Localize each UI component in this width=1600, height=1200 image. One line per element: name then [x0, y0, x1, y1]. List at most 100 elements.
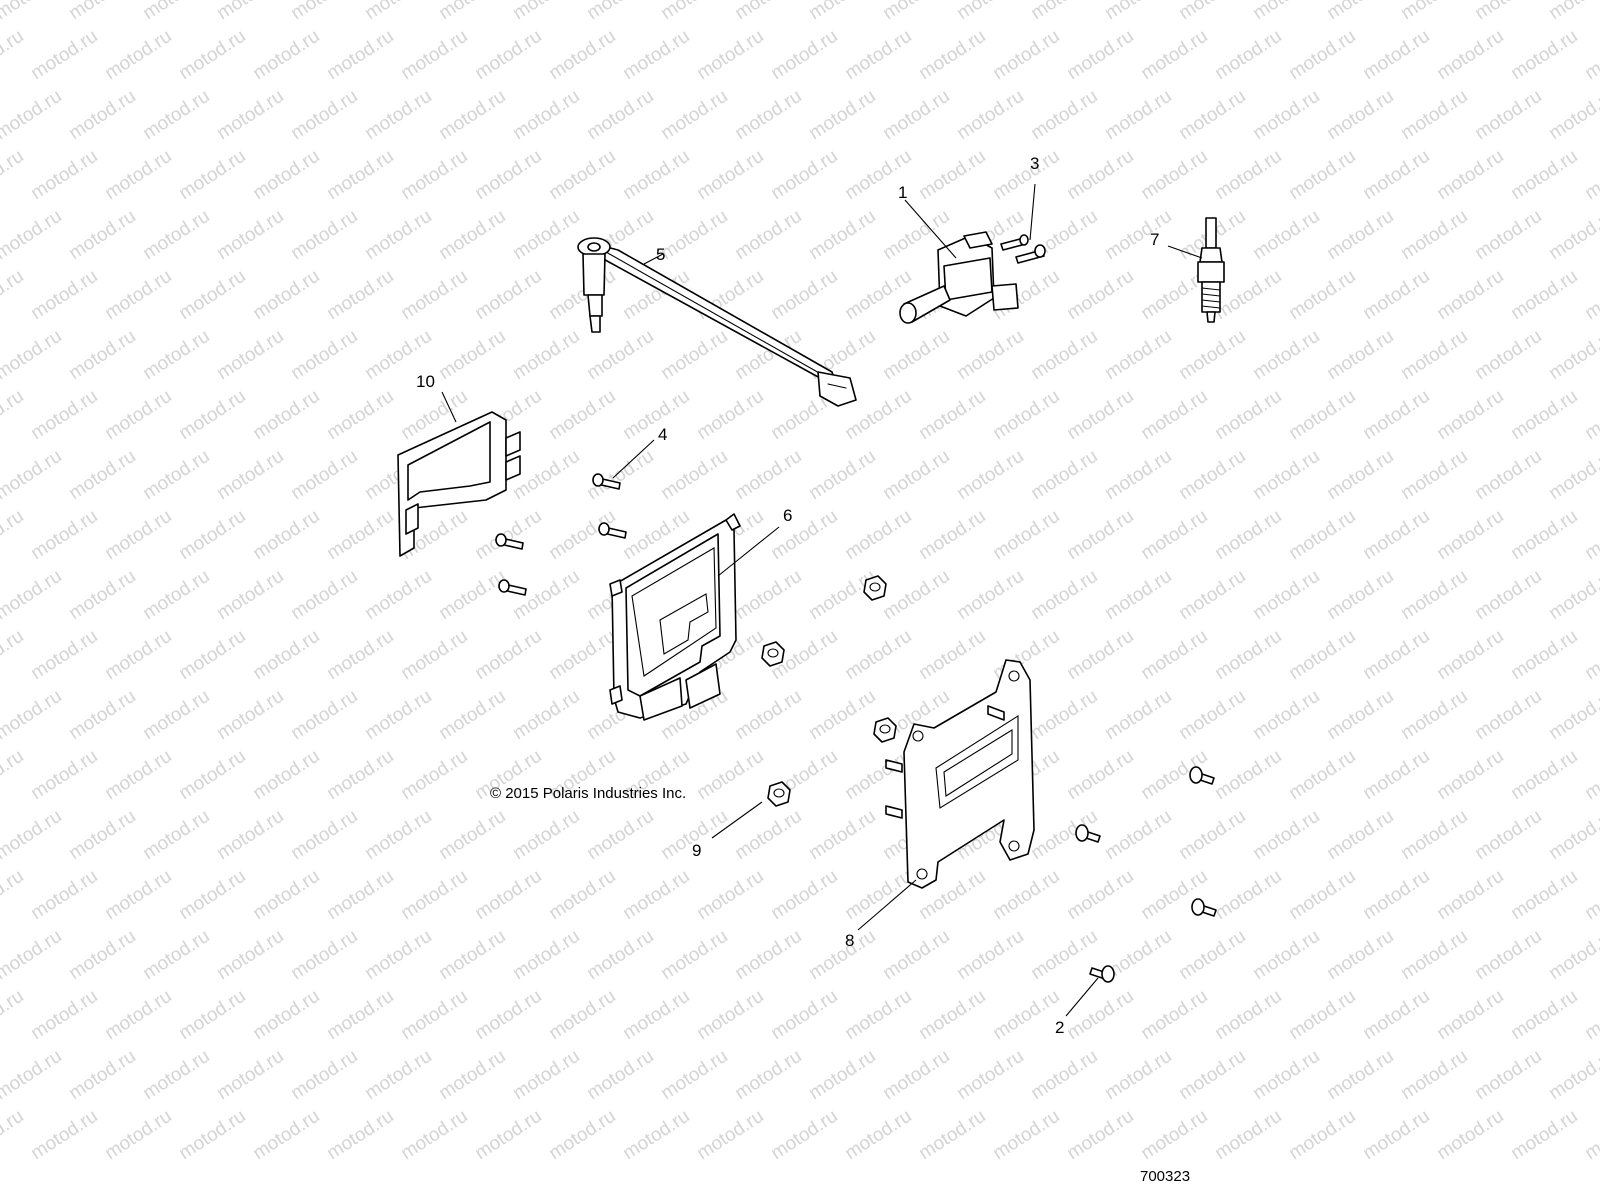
watermark-81: motod.ru — [989, 146, 1063, 204]
watermark-155: motod.ru — [1471, 326, 1545, 384]
watermark-17: motod.ru — [1249, 0, 1323, 24]
watermark-61: motod.ru — [1175, 86, 1249, 144]
watermark-197: motod.ru — [1249, 446, 1323, 504]
watermark-407: motod.ru — [139, 1046, 213, 1104]
watermark-259: motod.ru — [841, 626, 915, 684]
watermark-271: motod.ru — [65, 686, 139, 744]
watermark-404: motod.ru — [1581, 986, 1600, 1044]
watermark-277: motod.ru — [509, 686, 583, 744]
watermark-137: motod.ru — [139, 326, 213, 384]
watermark-263: motod.ru — [1137, 626, 1211, 684]
watermark-182: motod.ru — [139, 446, 213, 504]
watermark-265: motod.ru — [1285, 626, 1359, 684]
watermark-239: motod.ru — [1027, 566, 1101, 624]
watermark-77: motod.ru — [693, 146, 767, 204]
watermark-313: motod.ru — [1507, 746, 1581, 804]
watermark-275: motod.ru — [361, 686, 435, 744]
watermark-0: motod.ru — [0, 0, 66, 24]
watermark-54: motod.ru — [657, 86, 731, 144]
watermark-115: motod.ru — [175, 266, 249, 324]
watermark-255: motod.ru — [545, 626, 619, 684]
watermark-231: motod.ru — [435, 566, 509, 624]
watermark-139: motod.ru — [287, 326, 361, 384]
watermark-351: motod.ru — [989, 866, 1063, 924]
callout-4: 4 — [658, 425, 667, 444]
watermark-379: motod.ru — [1397, 926, 1471, 984]
watermark-88: motod.ru — [1507, 146, 1581, 204]
watermark-417: motod.ru — [879, 1046, 953, 1104]
watermark-160: motod.ru — [175, 386, 249, 444]
watermark-270: motod.ru — [0, 686, 66, 744]
ignition-lead-part-5 — [577, 237, 857, 407]
watermark-82: motod.ru — [1063, 146, 1137, 204]
watermark-250: motod.ru — [175, 626, 249, 684]
watermark-100: motod.ru — [731, 206, 805, 264]
watermark-251: motod.ru — [249, 626, 323, 684]
watermark-150: motod.ru — [1101, 326, 1175, 384]
watermark-65: motod.ru — [1471, 86, 1545, 144]
watermark-173: motod.ru — [1137, 386, 1211, 444]
watermark-421: motod.ru — [1175, 1046, 1249, 1104]
watermark-439: motod.ru — [841, 1106, 915, 1164]
watermark-333: motod.ru — [1323, 806, 1397, 864]
watermark-288: motod.ru — [1323, 686, 1397, 744]
watermark-431: motod.ru — [249, 1106, 323, 1164]
watermark-430: motod.ru — [175, 1106, 249, 1164]
watermark-105: motod.ru — [1101, 206, 1175, 264]
watermark-170: motod.ru — [915, 386, 989, 444]
watermark-37: motod.ru — [1063, 26, 1137, 84]
watermark-15: motod.ru — [1101, 0, 1175, 24]
watermark-412: motod.ru — [509, 1046, 583, 1104]
watermark-341: motod.ru — [249, 866, 323, 924]
watermark-387: motod.ru — [323, 986, 397, 1044]
watermark-181: motod.ru — [65, 446, 139, 504]
watermark-87: motod.ru — [1433, 146, 1507, 204]
watermark-177: motod.ru — [1433, 386, 1507, 444]
watermark-96: motod.ru — [435, 206, 509, 264]
watermark-171: motod.ru — [989, 386, 1063, 444]
screw-part-4 — [495, 473, 627, 596]
watermark-385: motod.ru — [175, 986, 249, 1044]
callout-6: 6 — [783, 506, 792, 525]
watermark-135: motod.ru — [0, 326, 66, 384]
watermark-226: motod.ru — [65, 566, 139, 624]
watermark-153: motod.ru — [1323, 326, 1397, 384]
watermark-130: motod.ru — [1285, 266, 1359, 324]
watermark-402: motod.ru — [1433, 986, 1507, 1044]
watermark-74: motod.ru — [471, 146, 545, 204]
watermark-143: motod.ru — [583, 326, 657, 384]
watermark-101: motod.ru — [805, 206, 879, 264]
watermark-45: motod.ru — [0, 86, 66, 144]
watermark-434: motod.ru — [471, 1106, 545, 1164]
watermark-318: motod.ru — [213, 806, 287, 864]
watermark-269: motod.ru — [1581, 626, 1600, 684]
watermark-73: motod.ru — [397, 146, 471, 204]
watermark-268: motod.ru — [1507, 626, 1581, 684]
watermark-315: motod.ru — [0, 806, 66, 864]
figure-number: 700323 — [1140, 1168, 1190, 1185]
watermark-193: motod.ru — [953, 446, 1027, 504]
watermark-441: motod.ru — [989, 1106, 1063, 1164]
watermark-151: motod.ru — [1175, 326, 1249, 384]
watermark-428: motod.ru — [27, 1106, 101, 1164]
leader-6 — [717, 526, 780, 577]
watermark-149: motod.ru — [1027, 326, 1101, 384]
callout-9: 9 — [692, 841, 701, 860]
watermark-370: motod.ru — [731, 926, 805, 984]
watermark-391: motod.ru — [619, 986, 693, 1044]
watermark-69: motod.ru — [101, 146, 175, 204]
watermark-59: motod.ru — [1027, 86, 1101, 144]
watermark-285: motod.ru — [1101, 686, 1175, 744]
watermark-36: motod.ru — [989, 26, 1063, 84]
watermark-342: motod.ru — [323, 866, 397, 924]
watermark-47: motod.ru — [139, 86, 213, 144]
leader-2 — [1065, 977, 1099, 1017]
watermark-156: motod.ru — [1545, 326, 1600, 384]
mounting-plate-part-8 — [885, 659, 1035, 889]
callout-5: 5 — [656, 245, 665, 264]
watermark-425: motod.ru — [1471, 1046, 1545, 1104]
watermark-162: motod.ru — [323, 386, 397, 444]
watermark-200: motod.ru — [1471, 446, 1545, 504]
watermark-252: motod.ru — [323, 626, 397, 684]
watermark-142: motod.ru — [509, 326, 583, 384]
